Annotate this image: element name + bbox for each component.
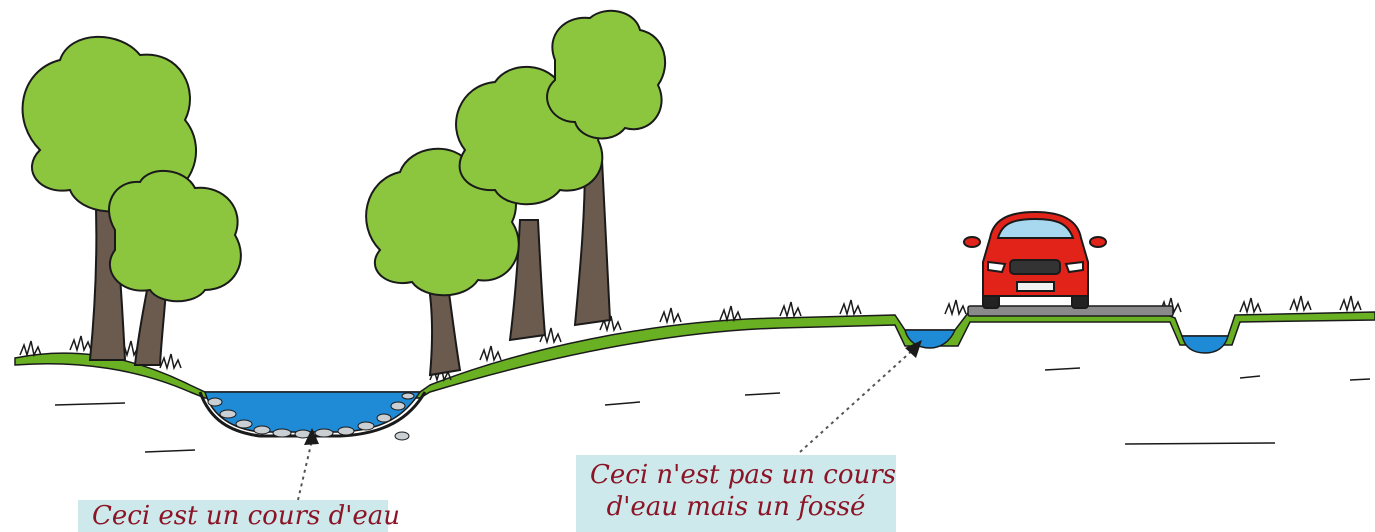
ditch-label-line1: Ceci n'est pas un cours [590,460,896,490]
arrow-to-stream [297,428,319,501]
ditch-right [1181,335,1229,354]
ditch-label-line2: d'eau mais un fossé [606,492,866,522]
tree-group-left [21,35,242,366]
ground-grass [14,295,1375,399]
tree-group-right [365,9,667,377]
stream-label-text: Ceci est un cours d'eau [92,501,401,531]
car [963,210,1107,309]
arrow-to-ditch [799,340,922,453]
stream-bed [198,391,427,441]
stream-label: Ceci est un cours d'eau [78,500,401,532]
road [967,305,1174,317]
terrain-marks [54,367,1371,453]
ditch-label: Ceci n'est pas un cours d'eau mais un fo… [576,455,896,532]
